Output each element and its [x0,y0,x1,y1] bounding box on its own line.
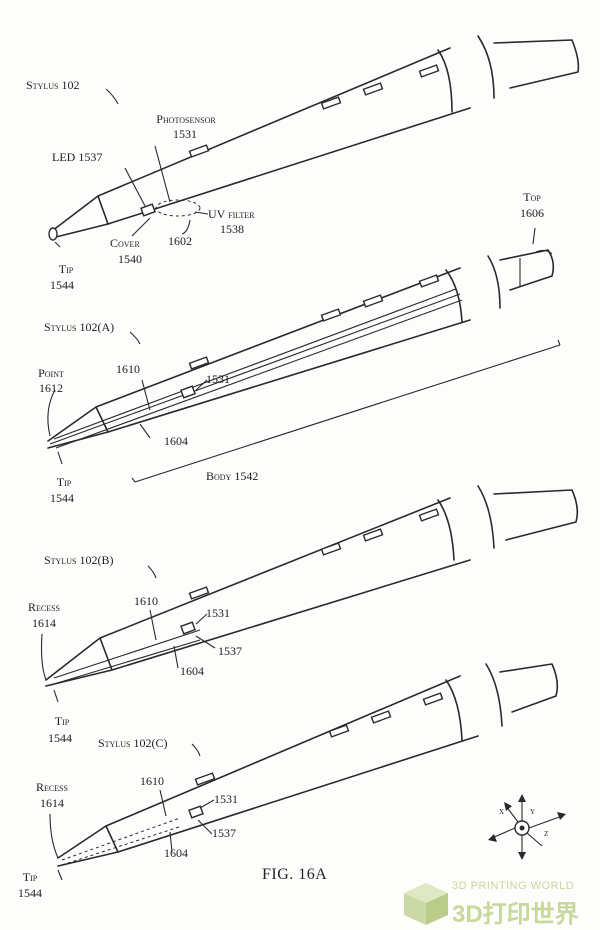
axis-indicator [488,794,566,860]
label-tip-b: Tip [54,714,70,728]
axis-y-label: y [530,806,536,817]
watermark-text: 3D PRINTING WORLD [452,880,575,892]
label-1610-a: 1610 [116,362,140,376]
label-uv-filter: UV filter [208,207,255,221]
label-1610-b: 1610 [134,594,158,608]
axis-z-label: z [544,828,549,839]
label-1531-a: 1531 [206,372,230,386]
label-tip-number-c: 1544 [18,886,42,900]
label-stylus-102b: Stylus 102(B) [44,553,114,567]
label-1537-b: 1537 [218,644,242,658]
label-tip-number-b: 1544 [48,731,72,745]
label-1537-c: 1537 [212,826,236,840]
label-body: Body 1542 [206,469,259,483]
label-recess-number-b: 1614 [32,616,56,630]
label-1604-b: 1604 [180,664,204,678]
label-1610-c: 1610 [140,774,164,788]
label-point: Point [38,366,64,380]
label-stylus-102a: Stylus 102(A) [44,320,115,334]
watermark-text-cn: 3D打印世界 [452,901,579,928]
label-1531-b: 1531 [206,606,230,620]
label-uv-filter-number: 1538 [220,222,244,236]
label-point-number: 1612 [39,381,63,395]
label-led: LED 1537 [52,150,103,164]
label-top-number: 1606 [520,206,544,220]
label-recess-b: Recess [27,600,60,614]
label-tip-number-a: 1544 [50,491,74,505]
label-tip: Tip [58,262,74,276]
label-recess-c: Recess [35,780,68,794]
label-recess-number-c: 1614 [40,796,64,810]
label-photosensor: Photosensor [156,112,216,126]
label-tip-a: Tip [56,475,72,489]
label-cover-number: 1540 [118,252,142,266]
label-photosensor-number: 1531 [173,127,197,141]
label-cover: Cover [110,236,140,250]
label-stylus-102: Stylus 102 [26,78,80,92]
stylus-102c-drawing [49,663,559,881]
label-top: Top [523,190,541,204]
figure-caption: FIG. 16A [262,866,328,883]
label-1604-c: 1604 [164,846,188,860]
label-1602: 1602 [168,234,192,248]
label-1604-a: 1604 [164,434,188,448]
watermark-cube-logo [404,883,448,925]
label-tip-number: 1544 [50,278,74,292]
stylus-102b-drawing [40,485,579,703]
label-tip-c: Tip [22,870,38,884]
stylus-102a-drawing [47,227,561,483]
label-stylus-102c: Stylus 102(C) [98,736,168,750]
label-1531-c: 1531 [214,792,238,806]
stylus-102-drawing [48,35,580,248]
axis-x-label: x [499,806,505,817]
